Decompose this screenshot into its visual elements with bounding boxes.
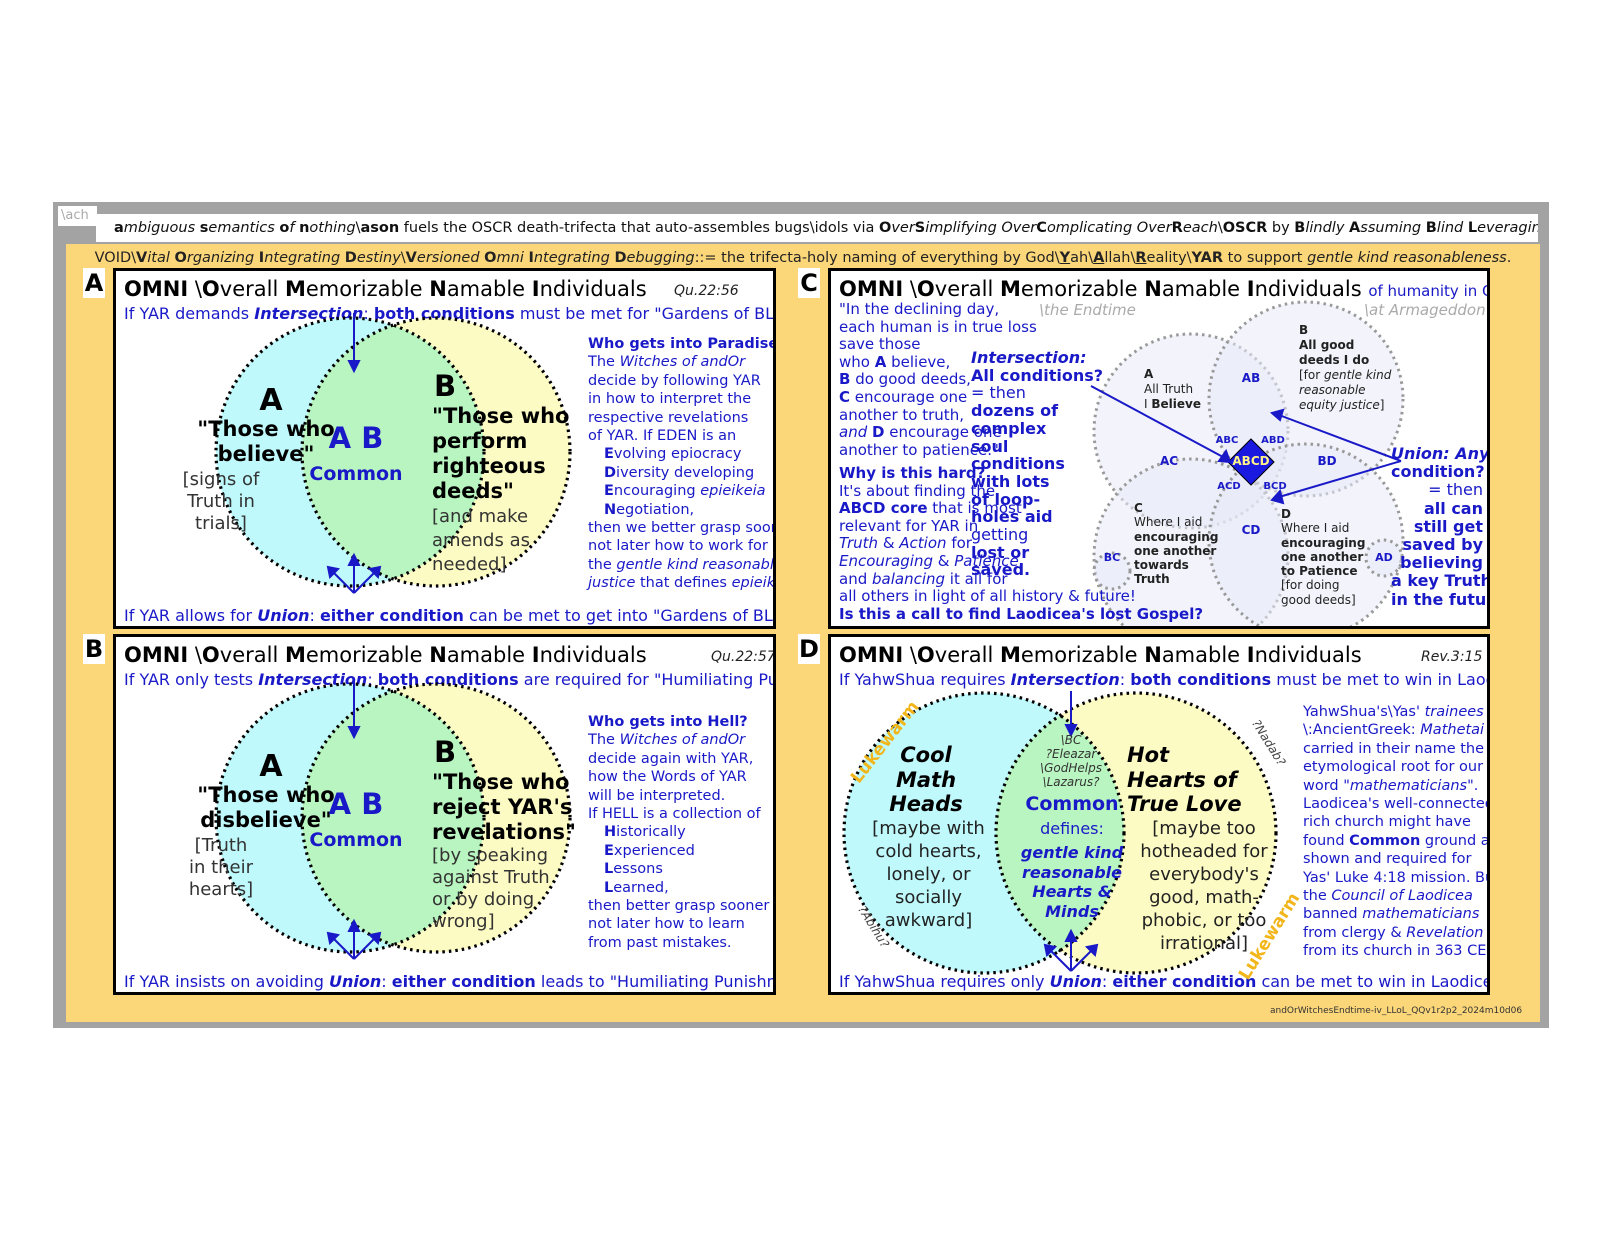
panel-c-armageddon: \at Armageddon <box>1364 301 1486 319</box>
overlap-common <box>996 693 1124 973</box>
panel-d-center-word: Common <box>1025 793 1119 815</box>
panel-b-center-letters: A B <box>328 787 384 821</box>
panel-d-venn <box>842 691 1278 975</box>
region-ad: AD <box>1375 551 1393 564</box>
circle-d <box>1207 442 1405 626</box>
panel-a-title: OMNI \Overall Memorizable Namable Indivi… <box>124 277 647 301</box>
panel-a-side-text: Who gets into Paradise?The Witches of an… <box>588 336 776 592</box>
panel-d-title: OMNI \Overall Memorizable Namable Indivi… <box>839 643 1362 667</box>
panel-b-left-letter: A <box>259 749 283 784</box>
panel-c-endtime: \the Endtime <box>1039 301 1136 319</box>
panel-label-b: B <box>83 634 105 664</box>
corner-tag: \ach <box>58 206 97 226</box>
panel-b-venn <box>214 679 572 960</box>
panel-b-bottom-line: If YAR insists on avoiding Union: either… <box>124 972 773 991</box>
void-banner: VOID\Vital Organizing Integrating Destin… <box>94 250 1512 266</box>
panel-d-top-line: If YahwShua requires Intersection: both … <box>839 670 1487 689</box>
region-abcd: ABCD <box>1232 454 1270 468</box>
region-bd: BD <box>1317 454 1337 468</box>
panel-label-d: D <box>798 634 820 664</box>
panel-b-center-word: Common <box>309 829 403 851</box>
panel-a-left-letter: A <box>259 383 283 418</box>
panel-label-a: A <box>83 268 105 298</box>
top-banner: ambiguous semantics of nothing\ason fuel… <box>96 214 1538 242</box>
panel-c-quote: "In the declining day,each human is in t… <box>839 300 1037 459</box>
overlap-ab <box>302 318 484 586</box>
panel-b-top-line: If YAR only tests Intersection: both con… <box>124 670 776 689</box>
region-abd: ABD <box>1261 435 1285 446</box>
overlap-ab <box>302 684 484 952</box>
panel-c-venn <box>1090 300 1405 626</box>
region-cd: CD <box>1241 523 1261 537</box>
region-ac: AC <box>1159 454 1179 468</box>
panel-b-ref: Qu.22:57 <box>711 649 776 665</box>
panel-b-right-letter: B <box>434 735 457 769</box>
panel-a-ref: Qu.22:56 <box>674 283 739 299</box>
panel-a-venn <box>214 313 572 594</box>
panel-c: OMNI \Overall Memorizable Namable Indivi… <box>828 268 1490 629</box>
circle-bc <box>1092 551 1132 591</box>
panel-a-center-word: Common <box>309 463 403 485</box>
panel-d-bottom-line: If YahwShua requires only Union: either … <box>839 972 1490 991</box>
panel-d-center-small: \BC?Eleazar\GodHelps\Lazarus? <box>1040 733 1102 789</box>
panel-a-right-letter: B <box>434 369 457 403</box>
panel-d-center-defines: defines: <box>1040 819 1104 838</box>
region-bcd: BCD <box>1263 481 1287 492</box>
panel-d-side-text: YahwShua's\Yas' trainees\:AncientGreek: … <box>1303 704 1490 960</box>
region-abc: ABC <box>1215 435 1239 446</box>
abcd-diamond <box>1227 438 1275 486</box>
panel-b-title: OMNI \Overall Memorizable Namable Indivi… <box>124 643 647 667</box>
panel-c-title: OMNI \Overall Memorizable Namable Indivi… <box>839 277 1487 301</box>
region-bc: BC <box>1103 551 1121 564</box>
panel-d-ref: Rev.3:15 <box>1421 649 1483 665</box>
panel-b: OMNI \Overall Memorizable Namable Indivi… <box>113 634 776 995</box>
panel-a-bottom-line: If YAR allows for Union: either conditio… <box>124 606 776 625</box>
panel-d: OMNI \Overall Memorizable Namable Indivi… <box>828 634 1490 995</box>
panel-a-center-letters: A B <box>328 421 384 455</box>
circle-ad <box>1364 538 1404 578</box>
panel-label-c: C <box>798 268 820 298</box>
region-acd: ACD <box>1217 481 1241 492</box>
panel-a: OMNI \Overall Memorizable Namable Indivi… <box>113 268 776 629</box>
panel-a-top-line: If YAR demands Intersection: both condit… <box>124 304 775 323</box>
region-ab: AB <box>1241 371 1261 385</box>
credit-line: andOrWitchesEndtime-iv_LLoL_QQv1r2p2_202… <box>1270 1006 1523 1016</box>
